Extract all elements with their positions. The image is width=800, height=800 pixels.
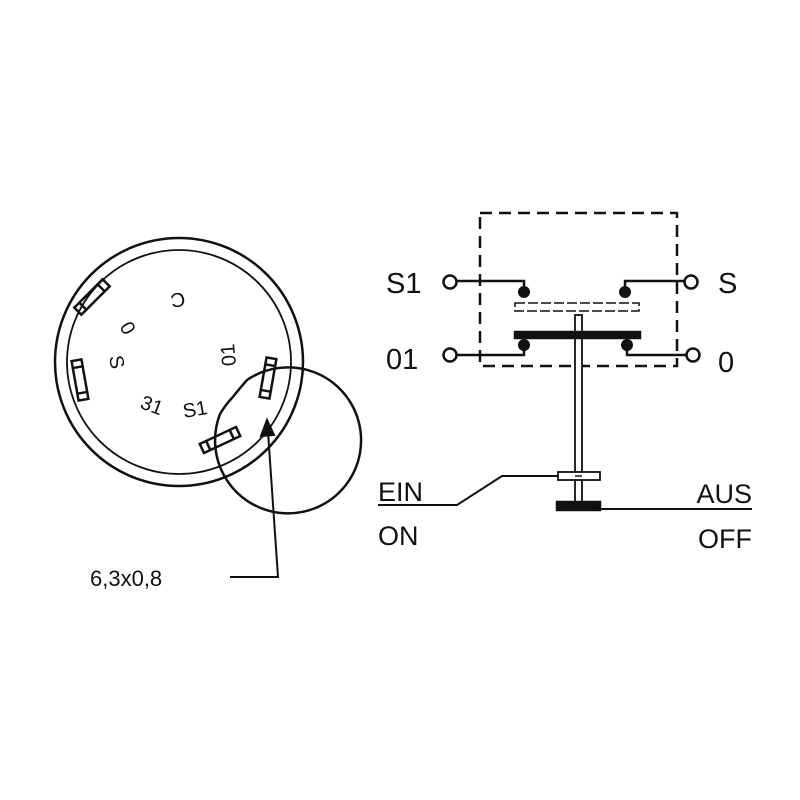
position-marker-off [555,500,602,512]
connector-outer-ring [53,236,305,488]
pin-label-01: 01 [217,343,241,367]
terminal-blade [72,277,112,317]
terminal-size-label: 6,3x0,8 [90,566,162,591]
pin-label-31: 31 [137,392,165,420]
switch-schematic [378,211,752,512]
pin-label-c: C [169,287,187,311]
terminal-0 [685,347,701,363]
arrowhead-icon [259,417,276,438]
terminal-blade [258,355,278,401]
terminal-label-s: S [718,268,737,300]
terminal-01 [442,347,458,363]
position-label-on: ON [378,521,419,551]
closed-contact-bridge [513,330,642,340]
position-label-ein: EIN [378,477,423,507]
terminal-label-s1: S1 [386,268,421,300]
contact-dot [619,286,631,298]
terminal-label-0: 0 [718,347,734,379]
connector-center-body [213,366,363,515]
terminal-size-leader [230,417,280,578]
position-label-aus: AUS [696,479,752,509]
connector-view [53,236,363,515]
contact-dot [518,339,530,351]
contact-dot [518,286,530,298]
terminal-label-01: 01 [386,344,418,376]
position-label-off: OFF [698,524,752,554]
terminal-blade [70,357,90,403]
pin-label-s: S [104,354,128,371]
connector-inner-ring [66,249,292,475]
on-position-line [378,475,558,506]
open-contact-bridge [514,302,640,312]
pin-label-s1: S1 [181,397,209,423]
terminal-s1 [442,274,458,290]
pin-label-0: 0 [115,318,140,339]
terminal-s [683,274,699,290]
contact-dot [621,339,633,351]
terminal-blade [198,425,242,455]
switch-labels: S1 S 01 0 EIN ON AUS OFF [378,268,752,554]
connector-pin-labels: C 0 S 31 S1 01 [104,287,241,423]
